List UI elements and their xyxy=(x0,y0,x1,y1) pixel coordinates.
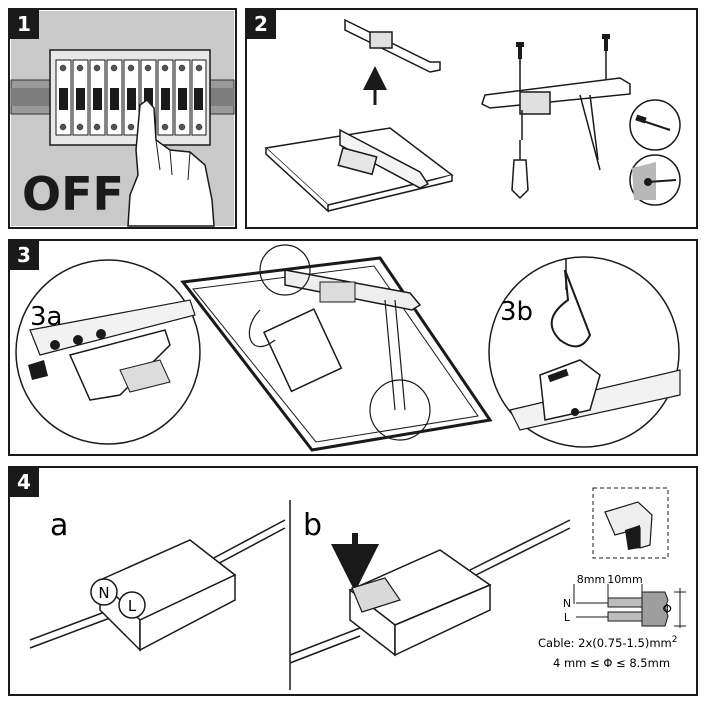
screw-icon xyxy=(516,34,610,59)
ceiling-bracket-with-cables xyxy=(481,45,631,171)
panel-step-4: 4 a N L b xyxy=(8,466,698,696)
screw-detail-inset-bottom xyxy=(629,154,681,206)
terminal-l-icon: L xyxy=(118,591,146,619)
step-4-number: 4 xyxy=(17,470,31,494)
step-3-number: 3 xyxy=(17,243,31,267)
panel-step-1: 1 OFF xyxy=(8,8,237,229)
off-label: OFF xyxy=(22,167,124,221)
detail-3a-label: 3a xyxy=(30,302,62,332)
light-panel-suspended xyxy=(180,256,493,452)
terminal-l-label: L xyxy=(128,597,137,615)
terminal-n-label: N xyxy=(98,584,109,602)
step-2-number: 2 xyxy=(254,12,268,36)
step-4-badge xyxy=(9,467,39,497)
clamp-detail-inset xyxy=(592,487,669,559)
detail-3a-inset: 3a xyxy=(15,259,201,445)
cable-spec: Cable: 2x(0.75-1.5)mm2 xyxy=(538,635,677,650)
sub-a-label: a xyxy=(50,508,68,543)
step-3-badge xyxy=(9,240,39,270)
step-2-badge xyxy=(246,9,276,39)
screw-detail-inset-top xyxy=(629,99,681,151)
screwdriver-icon xyxy=(511,140,529,200)
strip-length-1: 8mm xyxy=(577,573,605,586)
diameter-symbol: Φ xyxy=(663,602,672,616)
panel-step-3: 3 3a xyxy=(8,239,698,456)
wire-n-label: N xyxy=(563,597,571,610)
detail-3b-label: 3b xyxy=(500,297,533,327)
terminal-n-icon: N xyxy=(90,578,118,606)
strip-length-2: 10mm xyxy=(607,573,642,586)
step-1-badge xyxy=(9,9,39,39)
light-panel xyxy=(264,127,454,213)
wire-l-label: L xyxy=(564,611,571,624)
step-1-number: 1 xyxy=(17,12,31,36)
circuit-breaker-block xyxy=(49,49,211,146)
wire-strip-diagram: 8mm 10mm N L Φ xyxy=(563,573,686,628)
sub-b-label: b xyxy=(303,508,322,543)
detail-3b-inset: 3b xyxy=(488,256,681,448)
driver-unit-b xyxy=(289,519,571,664)
panel-step-2: 2 xyxy=(245,8,698,229)
diameter-spec: 4 mm ≤ Φ ≤ 8.5mm xyxy=(553,656,670,670)
mounting-bracket xyxy=(344,18,441,73)
